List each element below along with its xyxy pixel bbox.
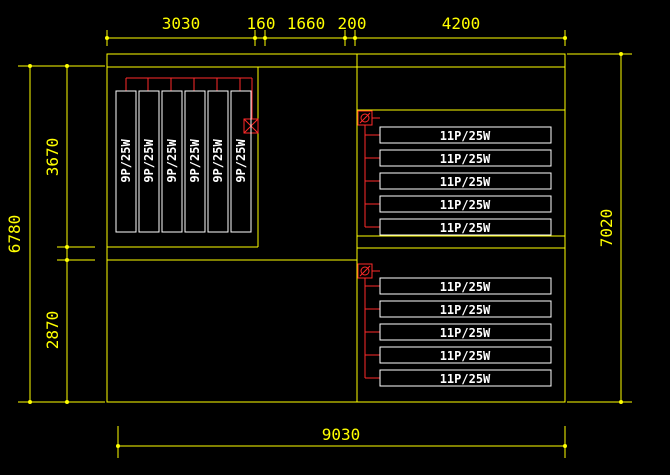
dim-top-4: 200 [338, 14, 367, 33]
dimension-top [105, 30, 567, 46]
right-upper-unit-2-label: 11P/25W [440, 152, 491, 166]
left-unit-group: 9P/25W 9P/25W 9P/25W 9P/25W 9P/25W 9P/25… [115, 90, 252, 233]
dim-top-1: 3030 [162, 14, 201, 33]
left-unit-6-label: 9P/25W [234, 139, 248, 183]
right-lower-unit-2-label: 11P/25W [440, 303, 491, 317]
left-unit-1: 9P/25W [115, 90, 137, 233]
right-upper-wiring [357, 110, 380, 228]
left-group-wiring [125, 77, 259, 134]
right-lower-unit-4: 11P/25W [379, 346, 552, 364]
room-frame [106, 53, 566, 403]
left-unit-4-label: 9P/25W [188, 139, 202, 183]
right-lower-unit-1: 11P/25W [379, 277, 552, 295]
right-upper-unit-3: 11P/25W [379, 172, 552, 190]
right-lower-unit-5-label: 11P/25W [440, 372, 491, 386]
right-lower-unit-5: 11P/25W [379, 369, 552, 387]
right-upper-unit-2: 11P/25W [379, 149, 552, 167]
left-unit-5: 9P/25W [207, 90, 229, 233]
right-lower-unit-3: 11P/25W [379, 323, 552, 341]
left-unit-4: 9P/25W [184, 90, 206, 233]
left-unit-2-label: 9P/25W [142, 139, 156, 183]
dimension-right [567, 52, 632, 404]
dimension-left [18, 64, 105, 404]
dim-top-2: 160 [247, 14, 276, 33]
right-upper-unit-5: 11P/25W [379, 218, 552, 236]
right-upper-unit-1: 11P/25W [379, 126, 552, 144]
right-upper-unit-3-label: 11P/25W [440, 175, 491, 189]
dimension-bottom [116, 426, 567, 458]
dim-bottom: 9030 [322, 425, 361, 444]
right-upper-unit-group: 11P/25W 11P/25W 11P/25W 11P/25W 11P/25W [379, 126, 552, 236]
right-lower-unit-4-label: 11P/25W [440, 349, 491, 363]
right-lower-unit-group: 11P/25W 11P/25W 11P/25W 11P/25W 11P/25W [379, 277, 552, 387]
right-upper-unit-4: 11P/25W [379, 195, 552, 213]
dim-left-lower: 2870 [43, 311, 62, 350]
right-lower-unit-3-label: 11P/25W [440, 326, 491, 340]
left-unit-6: 9P/25W [230, 90, 252, 233]
left-unit-3: 9P/25W [161, 90, 183, 233]
left-unit-1-label: 9P/25W [119, 139, 133, 183]
dim-left-upper: 3670 [43, 138, 62, 177]
left-unit-2: 9P/25W [138, 90, 160, 233]
right-upper-unit-5-label: 11P/25W [440, 221, 491, 235]
right-upper-unit-4-label: 11P/25W [440, 198, 491, 212]
left-unit-3-label: 9P/25W [165, 139, 179, 183]
dim-right: 7020 [597, 209, 616, 248]
dim-top-5: 4200 [442, 14, 481, 33]
outer-boundary [106, 53, 566, 403]
left-unit-5-label: 9P/25W [211, 139, 225, 183]
right-upper-unit-1-label: 11P/25W [440, 129, 491, 143]
dim-top-3: 1660 [287, 14, 326, 33]
right-lower-unit-2: 11P/25W [379, 300, 552, 318]
right-lower-wiring [357, 263, 380, 379]
right-lower-unit-1-label: 11P/25W [440, 280, 491, 294]
dim-left-outer: 6780 [5, 215, 24, 254]
